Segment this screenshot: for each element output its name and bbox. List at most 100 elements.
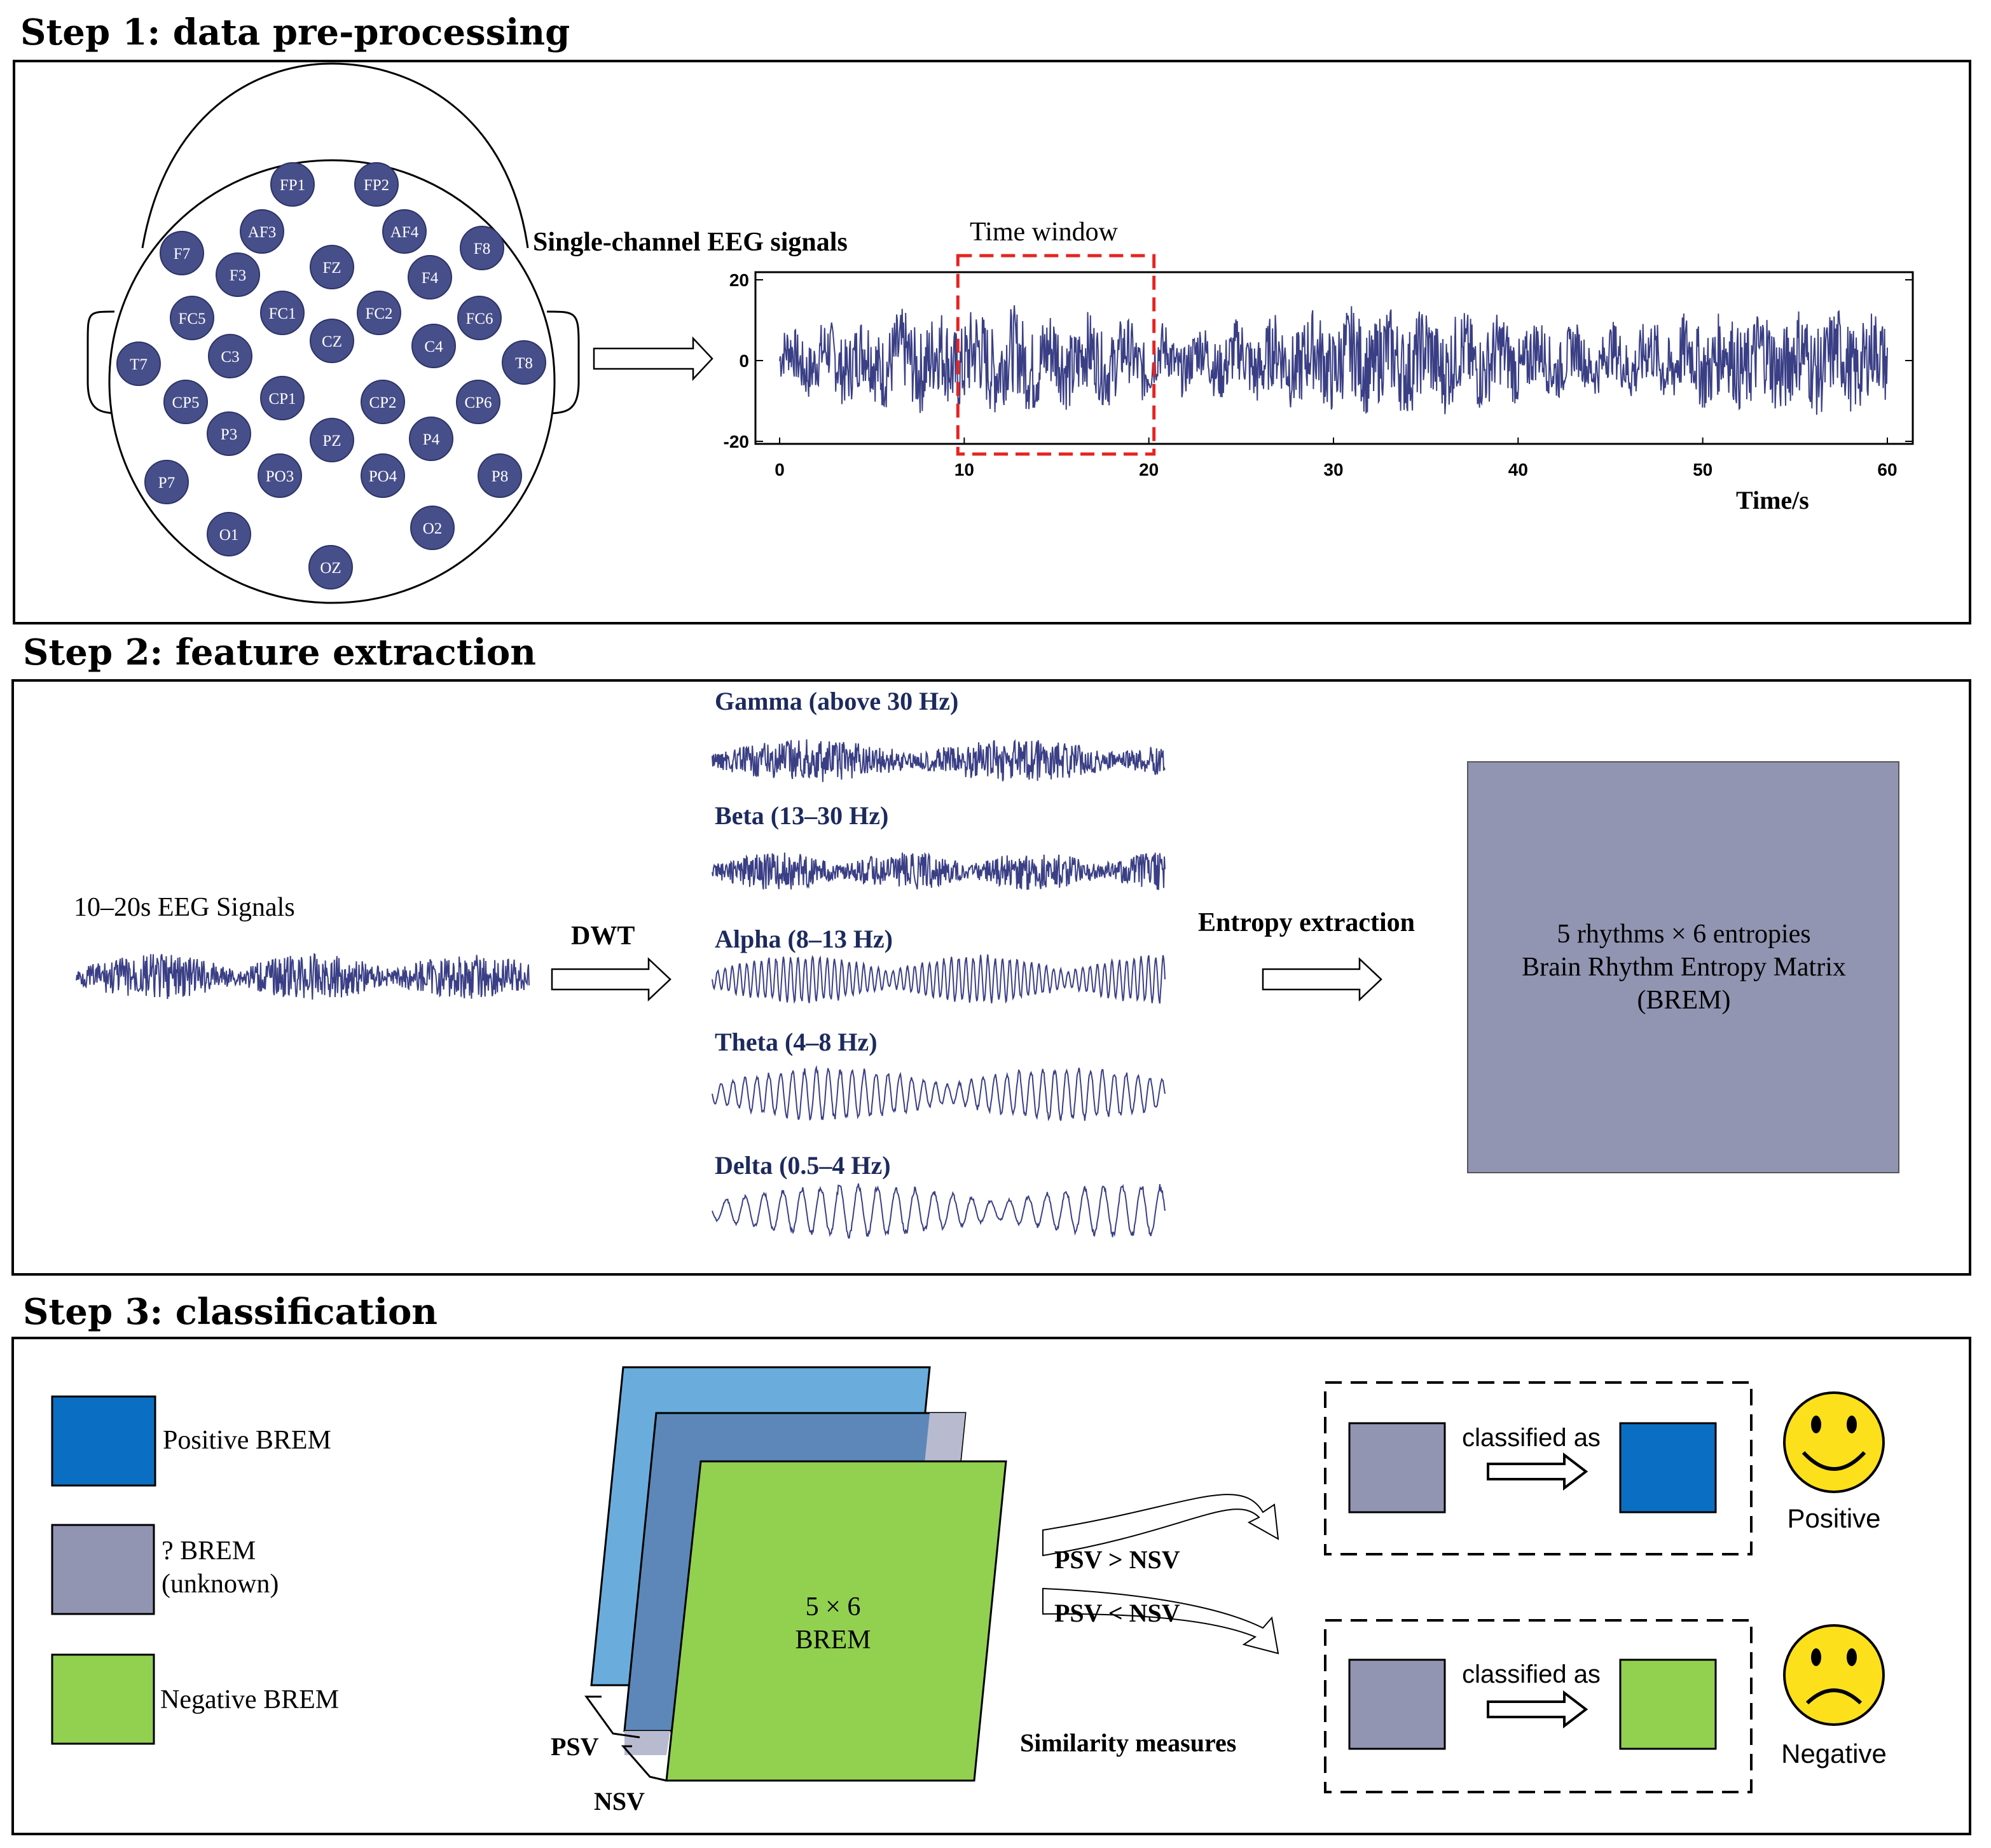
svg-text:AF3: AF3 bbox=[248, 224, 276, 241]
svg-text:P7: P7 bbox=[158, 474, 175, 492]
nsv-bracket bbox=[621, 1745, 667, 1782]
rhythm-bands: Gamma (above 30 Hz) Beta (13–30 Hz) Alpha … bbox=[712, 687, 1166, 1239]
positive-result-label: Positive bbox=[1787, 1503, 1880, 1533]
x-tick-label: 50 bbox=[1693, 460, 1712, 479]
svg-text:CZ: CZ bbox=[322, 333, 342, 350]
svg-text:PO3: PO3 bbox=[266, 468, 294, 485]
band-waveform bbox=[712, 1065, 1166, 1122]
x-tick-label: 0 bbox=[775, 460, 785, 479]
electrode-fz: FZ bbox=[310, 245, 354, 289]
legend-positive-swatch bbox=[51, 1395, 156, 1487]
positive-result-box bbox=[1324, 1381, 1753, 1555]
x-tick-label: 40 bbox=[1508, 460, 1528, 479]
brem-text-line1: 5 rhythms × 6 entropies bbox=[1557, 920, 1810, 949]
band-label: Theta (4–8 Hz) bbox=[715, 1028, 878, 1056]
electrode-cz: CZ bbox=[310, 319, 354, 363]
electrode-af3: AF3 bbox=[240, 209, 284, 254]
svg-text:F8: F8 bbox=[474, 240, 490, 258]
electrode-p8: P8 bbox=[478, 453, 522, 498]
electrode-cp5: CP5 bbox=[163, 380, 208, 424]
svg-text:PO4: PO4 bbox=[369, 468, 397, 485]
stack-gap-fill bbox=[624, 1731, 670, 1755]
x-tick-label: 10 bbox=[954, 460, 974, 479]
positive-unknown-swatch bbox=[1348, 1422, 1446, 1514]
electrode-p4: P4 bbox=[409, 417, 453, 461]
stack-negative-brem bbox=[665, 1460, 1007, 1782]
electrode-fp1: FP1 bbox=[270, 162, 315, 207]
electrode-cp6: CP6 bbox=[456, 380, 500, 424]
svg-text:P3: P3 bbox=[221, 426, 237, 443]
electrode-fc5: FC5 bbox=[170, 296, 214, 340]
y-tick-label: 0 bbox=[739, 351, 749, 371]
step2-panel bbox=[11, 679, 1971, 1276]
svg-text:P4: P4 bbox=[423, 431, 440, 448]
electrode-o2: O2 bbox=[410, 506, 455, 550]
svg-text:F4: F4 bbox=[422, 270, 439, 287]
svg-text:FZ: FZ bbox=[322, 259, 341, 277]
x-tick-label: 60 bbox=[1877, 460, 1897, 479]
svg-text:AF4: AF4 bbox=[390, 224, 419, 241]
band-waveform bbox=[712, 1183, 1166, 1239]
electrode-o1: O1 bbox=[207, 512, 251, 556]
electrode-p3: P3 bbox=[207, 411, 251, 456]
electrode-fc6: FC6 bbox=[457, 296, 502, 340]
band-waveform bbox=[712, 954, 1166, 1004]
dwt-label: DWT bbox=[571, 921, 635, 951]
legend-negative-label: Negative BREM bbox=[160, 1685, 339, 1714]
electrode-po4: PO4 bbox=[361, 453, 405, 498]
negative-curve-arrow-icon bbox=[1042, 1587, 1279, 1655]
svg-text:O2: O2 bbox=[423, 520, 443, 537]
negative-result-label: Negative bbox=[1781, 1739, 1887, 1769]
svg-text:PZ: PZ bbox=[322, 432, 341, 450]
electrode-af4: AF4 bbox=[382, 209, 427, 254]
signal-label: Single-channel EEG signals bbox=[533, 228, 848, 257]
svg-text:T8: T8 bbox=[515, 355, 533, 372]
condition-negative-label: PSV < NSV bbox=[1054, 1599, 1180, 1627]
negative-class-swatch bbox=[1619, 1658, 1717, 1750]
svg-text:FC5: FC5 bbox=[178, 310, 205, 328]
negative-result-box bbox=[1324, 1619, 1753, 1793]
chart-xlabel: Time/s bbox=[1736, 486, 1809, 514]
step3-title: Step 3: classification bbox=[23, 1291, 437, 1333]
electrode-f4: F4 bbox=[408, 255, 452, 300]
similarity-label: Similarity measures bbox=[1020, 1728, 1236, 1757]
electrode-p7: P7 bbox=[144, 460, 189, 504]
electrode-po3: PO3 bbox=[258, 453, 302, 498]
electrode-c4: C4 bbox=[411, 324, 456, 368]
brem-text-line3: (BREM) bbox=[1637, 986, 1731, 1015]
legend-unknown-label: ? BREM bbox=[162, 1536, 256, 1566]
sad-face-icon bbox=[1783, 1624, 1885, 1726]
band-label: Beta (13–30 Hz) bbox=[715, 801, 888, 830]
step1-panel bbox=[13, 60, 1971, 624]
electrode-t8: T8 bbox=[502, 340, 546, 385]
band-waveform bbox=[712, 739, 1166, 782]
electrode-c3: C3 bbox=[208, 334, 252, 378]
time-window-box bbox=[956, 254, 1156, 456]
input-signal-label: 10–20s EEG Signals bbox=[74, 893, 295, 922]
dwt-arrow-icon bbox=[551, 957, 672, 1002]
entropy-arrow-icon bbox=[1262, 957, 1382, 1002]
positive-classified-arrow-icon bbox=[1487, 1452, 1588, 1491]
stack-text-line2: BREM bbox=[795, 1625, 871, 1655]
electrode-f7: F7 bbox=[160, 231, 204, 275]
legend-positive-label: Positive BREM bbox=[163, 1426, 331, 1455]
psv-bracket bbox=[584, 1695, 640, 1739]
svg-text:FC2: FC2 bbox=[365, 305, 392, 322]
band-label: Gamma (above 30 Hz) bbox=[715, 687, 958, 715]
electrode-f3: F3 bbox=[216, 252, 260, 297]
entropy-label: Entropy extraction bbox=[1198, 908, 1415, 937]
svg-text:CP2: CP2 bbox=[369, 394, 396, 411]
svg-text:FP1: FP1 bbox=[280, 177, 305, 194]
positive-class-swatch bbox=[1619, 1422, 1717, 1514]
nsv-label: NSV bbox=[594, 1787, 645, 1816]
svg-text:FC6: FC6 bbox=[465, 310, 493, 328]
band-label: Alpha (8–13 Hz) bbox=[715, 925, 893, 953]
step1-arrow-icon bbox=[593, 336, 713, 382]
svg-text:CP5: CP5 bbox=[172, 394, 199, 411]
condition-positive-label: PSV > NSV bbox=[1054, 1545, 1180, 1574]
svg-text:C3: C3 bbox=[221, 348, 239, 366]
legend-negative-swatch bbox=[51, 1653, 155, 1745]
